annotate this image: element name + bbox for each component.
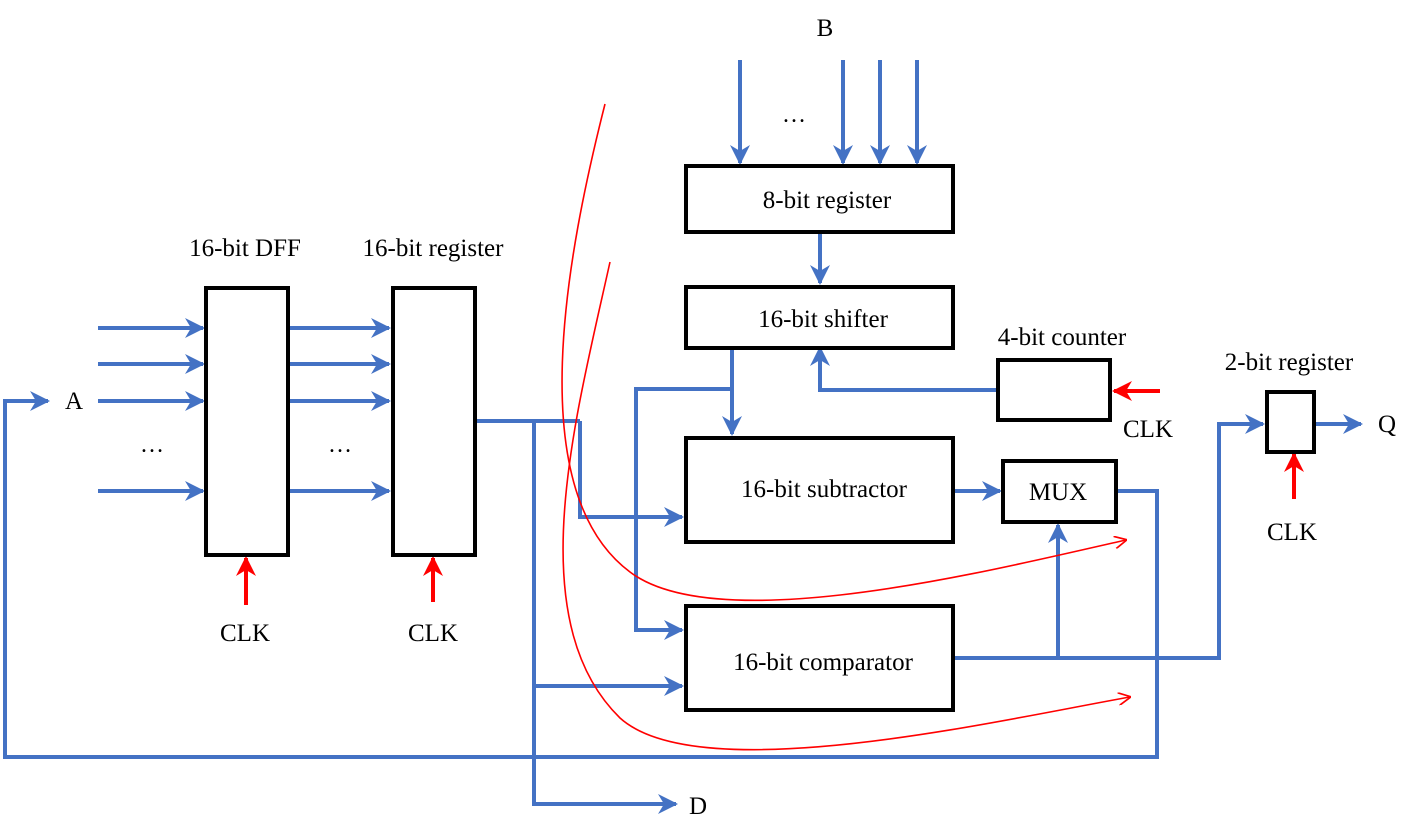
output-q-label: Q <box>1378 411 1396 438</box>
shifter16-label: 16-bit shifter <box>758 306 889 333</box>
blocks <box>204 164 1316 712</box>
feedback-wire-to-a <box>3 391 1159 759</box>
clock-arrows <box>236 381 1304 605</box>
b-input-ellipsis: … <box>782 102 806 128</box>
labels: 16-bit DFF 16-bit register 8-bit registe… <box>65 15 1396 820</box>
comparator-to-reg2-wire <box>954 414 1265 660</box>
shifter-to-comparator-wire <box>634 387 732 640</box>
reg8-block <box>684 164 955 234</box>
dff16-block <box>204 286 290 557</box>
output-d-label: D <box>689 793 707 820</box>
mux-label: MUX <box>1029 479 1087 506</box>
dff-input-ellipsis: … <box>140 432 164 458</box>
clk-label-dff: CLK <box>220 620 270 647</box>
comparator16-label: 16-bit comparator <box>733 649 913 676</box>
clk-label-counter: CLK <box>1123 416 1173 443</box>
wires <box>3 60 1363 814</box>
reg-input-ellipsis: … <box>328 432 352 458</box>
reg16-block <box>391 286 477 557</box>
input-b-label: B <box>817 15 834 42</box>
mux-block <box>1001 459 1118 524</box>
subtractor16-block <box>684 436 955 544</box>
reg2-label: 2-bit register <box>1225 349 1354 376</box>
counter4-label: 4-bit counter <box>998 324 1127 351</box>
subtractor16-label: 16-bit subtractor <box>741 476 908 503</box>
critical-path-curve-upper <box>561 103 1126 602</box>
critical-path-curve-lower <box>562 261 1130 751</box>
dff16-label: 16-bit DFF <box>189 235 301 262</box>
clk-label-reg16: CLK <box>408 620 458 647</box>
input-a-label: A <box>65 388 83 415</box>
reg8-label: 8-bit register <box>763 187 892 214</box>
clk-label-reg2: CLK <box>1267 519 1317 546</box>
shifter16-block <box>684 285 955 350</box>
counter4-block <box>996 358 1112 422</box>
reg2-block <box>1265 390 1316 454</box>
comparator16-block <box>684 604 955 712</box>
output-d-wire <box>532 421 678 814</box>
reg-to-subtractor-wire <box>578 421 684 527</box>
reg16-label: 16-bit register <box>363 235 505 262</box>
counter-to-shifter-wire <box>810 346 998 392</box>
critical-path-curves <box>561 103 1130 751</box>
